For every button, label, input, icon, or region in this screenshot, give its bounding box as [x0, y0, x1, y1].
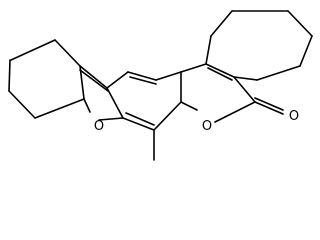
- furan-oxygen-label: O: [94, 119, 104, 134]
- carbonyl-oxygen-label: O: [289, 109, 299, 124]
- structure-diagram: O O O: [8, 10, 313, 161]
- lactone-ring-oxygen-label: O: [202, 119, 212, 134]
- bond-lines: [8, 10, 313, 161]
